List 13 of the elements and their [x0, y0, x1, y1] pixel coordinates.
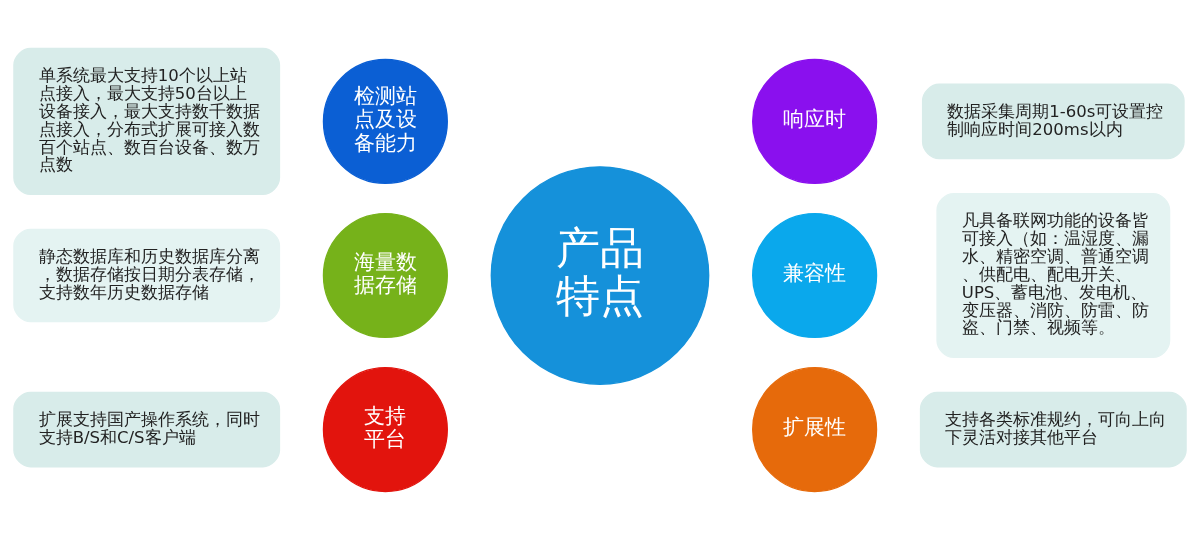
node-circle: 检测站点及设备能力	[322, 58, 448, 184]
node-box: 数据采集周期1-60s可设置控制响应时间200ms以内	[921, 83, 1185, 159]
node-box: 扩展支持国产操作系统，同时支持B/S和C/S客户端	[13, 391, 281, 467]
node-circle: 兼容性	[752, 212, 878, 338]
node-circle: 支持平台	[322, 366, 448, 492]
node-circle: 海量数据存储	[322, 212, 448, 338]
node-box: 凡具备联网功能的设备皆可接入（如：温湿度、漏水、精密空调、普通空调、供配电、配电开关、UPS、蓄电池、发电机、变压器、消防、防雷、防盗、门禁、视频等。	[936, 192, 1171, 358]
node-circle: 扩展性	[752, 366, 878, 492]
node-box: 静态数据库和历史数据库分离，数据存储按日期分表存储，支持数年历史数据存储	[13, 228, 281, 322]
node-box: 单系统最大支持10个以上站点接入，最大支持50台以上设备接入，最大支持数千数据点接入，分布式扩展可接入数百个站点、数百台设备、数万点数	[13, 47, 281, 195]
node-box: 支持各类标准规约，可向上向下灵活对接其他平台	[919, 391, 1187, 467]
node-circle: 响应时	[752, 58, 878, 184]
node-circle: 产品特点	[490, 165, 710, 385]
